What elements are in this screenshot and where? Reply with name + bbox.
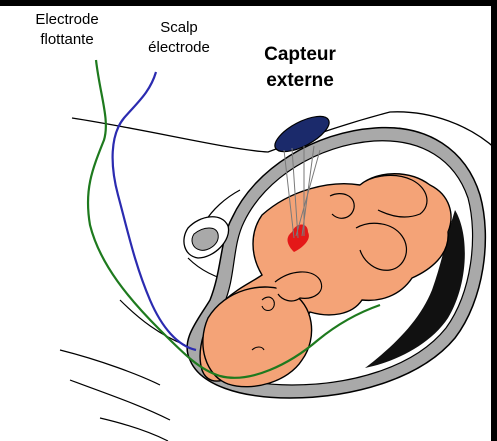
scalp-electrode-label-line1: Scalp bbox=[134, 18, 224, 38]
floating-electrode-label-line1: Electrode bbox=[22, 10, 112, 30]
external-sensor-label-line2: externe bbox=[245, 68, 355, 94]
scalp-electrode-label: Scalp électrode bbox=[134, 18, 224, 58]
external-sensor-label: Capteur externe bbox=[245, 42, 355, 94]
scalp-electrode-label-line2: électrode bbox=[134, 38, 224, 58]
scalp-electrode-wire bbox=[113, 72, 196, 350]
mother-back-outline bbox=[60, 350, 170, 441]
fetus-foot bbox=[330, 194, 354, 219]
floating-electrode-label-line2: flottante bbox=[22, 30, 112, 50]
floating-electrode-label: Electrode flottante bbox=[22, 10, 112, 50]
external-sensor-label-line1: Capteur bbox=[245, 42, 355, 68]
